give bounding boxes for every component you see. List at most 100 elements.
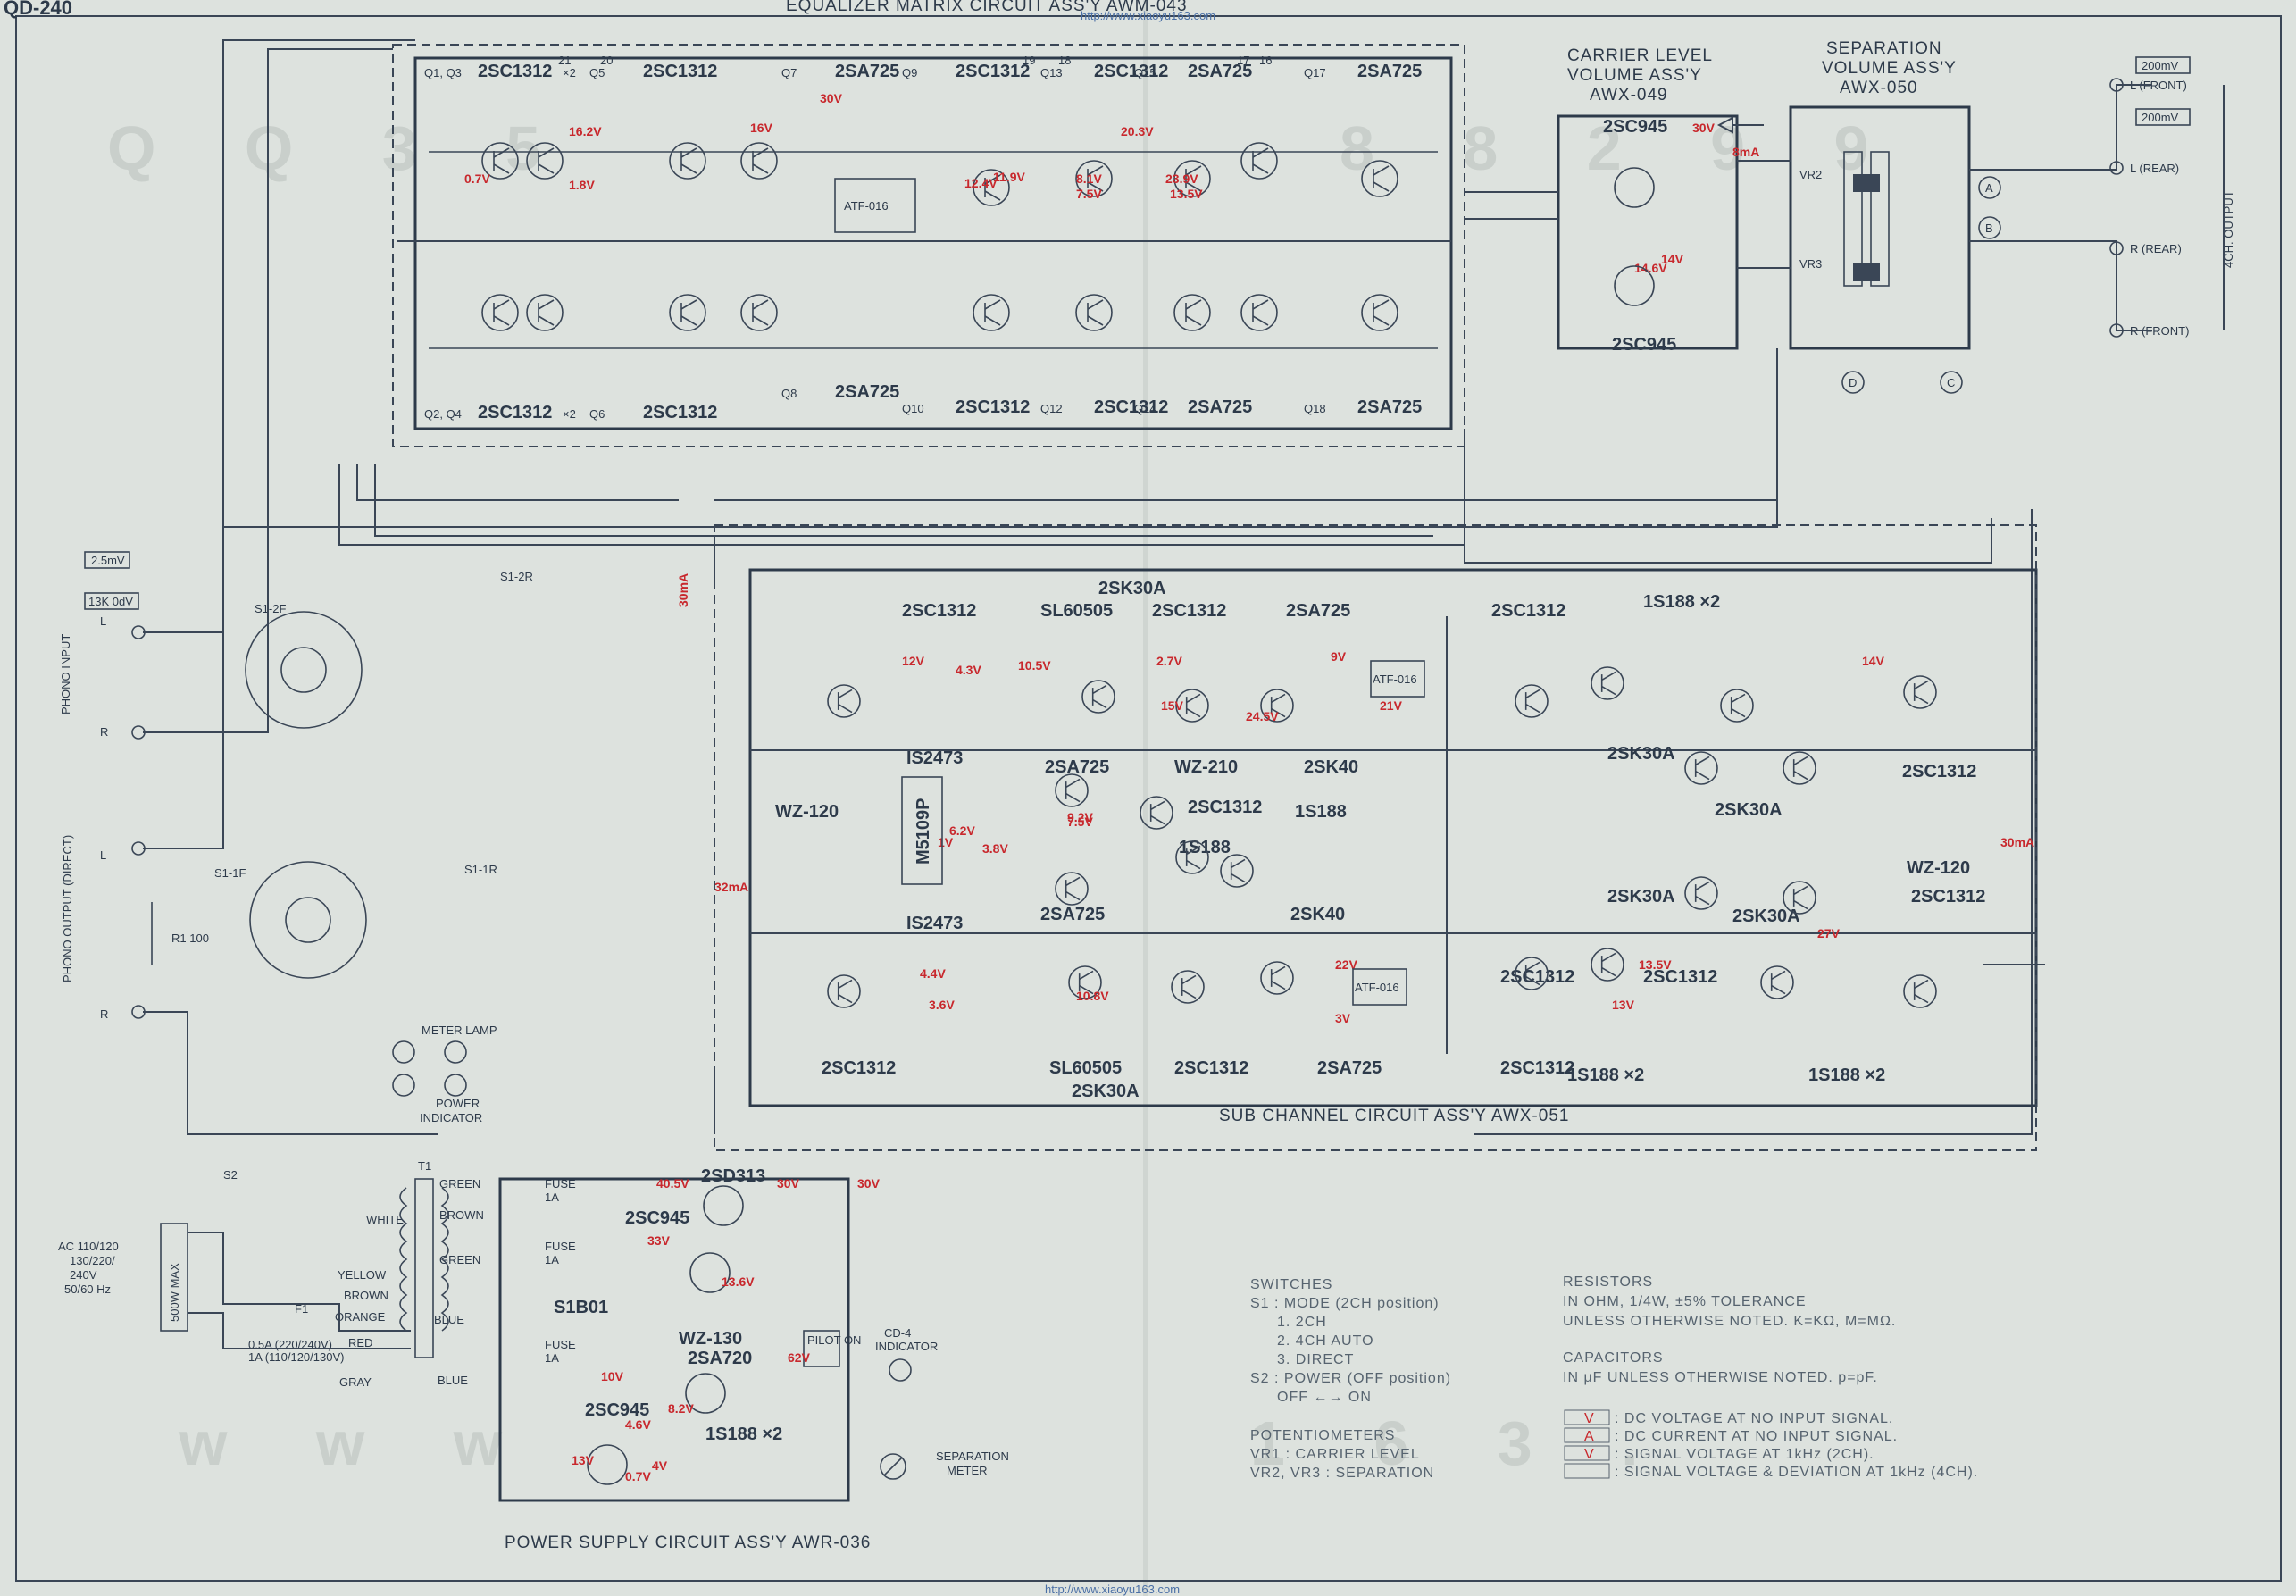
- sub-transistor-19-body: [1175, 840, 1209, 874]
- psu-wire-9: GRAY: [339, 1375, 372, 1389]
- eq-q-bot-0: Q2, Q4: [424, 407, 462, 421]
- psu-title: POWER SUPPLY CIRCUIT ASS'Y AWR-036: [505, 1533, 871, 1552]
- sep-vr3: VR3: [1799, 257, 1822, 271]
- notes-res-line-0: IN OHM, 1/4W, ±5% TOLERANCE: [1563, 1294, 1807, 1309]
- power-ind-1: POWER: [436, 1097, 480, 1110]
- eq-transistor-14-emitter: [1087, 315, 1104, 326]
- separation-meter-icon: [880, 1453, 906, 1480]
- sub-voltage-12: 14V: [1862, 654, 1885, 668]
- psu-fuse-spec-2: 1A (110/120/130V): [248, 1350, 344, 1364]
- sub-transistor-3: [1260, 689, 1294, 723]
- psu-q4-symbol: [587, 1444, 628, 1485]
- sub-transistor-1-emitter: [1092, 698, 1107, 709]
- sub-transistor-4-body: [1515, 684, 1549, 718]
- psu-wire-8: RED: [348, 1336, 372, 1349]
- meter-block: METER LAMP POWER INDICATOR SEPARATION ME…: [392, 1024, 1009, 1480]
- eq-transistor-5-emitter: [1087, 181, 1104, 192]
- eq-transistor-2-collector: [680, 147, 697, 158]
- sub-transistor-2: [1175, 689, 1209, 723]
- sep-board: [1789, 105, 1971, 350]
- carrier-q1-symbol: [1614, 167, 1655, 208]
- sub-voltage-21: 10.8V: [1076, 989, 1109, 1003]
- eq-transistor-15-emitter: [1185, 315, 1202, 326]
- phono-out-l: L: [100, 848, 106, 862]
- legend-text-0: : DC VOLTAGE AT NO INPUT SIGNAL.: [1615, 1411, 1893, 1426]
- out-marker-b-circle: [1978, 216, 2001, 239]
- eq-transistor-6-emitter: [1185, 181, 1202, 192]
- eq-part-bot-5: 2SA725: [1188, 397, 1252, 417]
- sub-mid-part-3: 2SA725: [1045, 757, 1109, 777]
- eq-transistor-13-emitter: [984, 315, 1001, 326]
- psu-fuse-5: 1A: [545, 1351, 559, 1365]
- sub-mid-part-11: 2SK30A: [1732, 907, 1800, 926]
- sub-transistor-16-body: [1055, 773, 1089, 807]
- sub-transistor-11-body: [1260, 961, 1294, 995]
- sub-transistor-21-emitter: [1695, 770, 1710, 781]
- psu-wire-4: YELLOW: [338, 1268, 387, 1282]
- sub-transistor-5: [1591, 666, 1624, 700]
- sub-bottom-part-3: 2SC1312: [1174, 1058, 1248, 1078]
- sub-mid-part-7: 1S188: [1295, 802, 1347, 822]
- sub-transistor-8-emitter: [838, 993, 853, 1004]
- pilot-lamp-box: [803, 1330, 840, 1367]
- psu-switch: S2: [223, 1168, 238, 1182]
- legend-text-3: : SIGNAL VOLTAGE & DEVIATION AT 1kHz (4C…: [1615, 1465, 1978, 1480]
- phono-in-sw-r: S1-2R: [500, 570, 533, 583]
- carrier-title-3: AWX-049: [1590, 86, 1668, 104]
- eq-transistor-17: [1361, 294, 1398, 331]
- sub-mid-part-16: 2SC1312: [1643, 967, 1717, 987]
- ic-m5109p: [901, 776, 943, 885]
- sub-bottom-part-5: 2SC1312: [1500, 1058, 1574, 1078]
- psu-voltage-3: 33V: [647, 1233, 671, 1248]
- ghost-text-3: w w w: [178, 1408, 538, 1478]
- sub-voltage-8: 22V: [1335, 957, 1358, 972]
- transformer-secondary: [440, 1187, 449, 1332]
- sub-transistor-24-body: [1783, 881, 1816, 915]
- eq-voltage-2: 16V: [750, 121, 773, 135]
- sub-transistor-20-body: [1220, 854, 1254, 888]
- eq-voltage-10: 13.5V: [1170, 187, 1203, 201]
- psu-part-wz130: WZ-130: [679, 1329, 742, 1349]
- sub-transistor-11: [1260, 961, 1294, 995]
- sub-transistor-6-collector: [1731, 693, 1746, 704]
- sub-transistor-2-body: [1175, 689, 1209, 723]
- sub-top-part-1: SL60505: [1040, 601, 1113, 621]
- sub-transistor-18-collector: [1150, 800, 1165, 811]
- transformer-primary: [399, 1187, 408, 1332]
- eq-transistor-9: [481, 294, 519, 331]
- notes-switches-line-2: 2. 4CH AUTO: [1277, 1333, 1374, 1349]
- psu-wire-1: GREEN: [439, 1177, 480, 1191]
- sub-transistor-18-emitter: [1150, 815, 1165, 825]
- eq-voltage-9: 23.9V: [1165, 171, 1198, 186]
- sub-mid-part-4: WZ-210: [1174, 757, 1238, 777]
- sub-mid-part-13: 2SC1312: [1902, 762, 1976, 781]
- out-marker-a-circle: [1978, 176, 2001, 199]
- sub-transistor-2-collector: [1186, 693, 1201, 704]
- out-terminal-1: L (REAR): [2130, 162, 2179, 175]
- psu-voltage-7: 4.6V: [625, 1417, 651, 1432]
- eq-voltage-1: 1.8V: [569, 178, 595, 192]
- sub-voltage-2: 10.5V: [1018, 658, 1051, 673]
- eq-transistor-16: [1240, 294, 1278, 331]
- pilot-label: PILOT ON: [807, 1333, 861, 1347]
- psu-voltage-8: 4V: [652, 1458, 668, 1473]
- sub-transistor-23-body: [1684, 876, 1718, 910]
- eq-transistor-5-collector: [1087, 165, 1104, 176]
- watermark-bottom: http://www.xiaoyu163.com: [1045, 1583, 1180, 1596]
- eq-pin-top-4: 17: [1237, 54, 1249, 67]
- eq-transistor-0: [481, 142, 519, 180]
- out-terminal-3: R (FRONT): [2130, 324, 2189, 338]
- psu-surge: 500W MAX: [168, 1263, 181, 1322]
- carrier-current: 8mA: [1732, 145, 1759, 159]
- sub-voltage-11: 13.5V: [1639, 957, 1672, 972]
- current-30ma-right: 30mA: [2000, 835, 2034, 849]
- current-30ma-left: 30mA: [676, 573, 690, 607]
- eq-q-bot-3: Q10: [902, 402, 924, 415]
- carrier-supply: 30V: [1692, 121, 1716, 135]
- sub-transistor-15: [1903, 974, 1937, 1008]
- eq-pin-top-0: 21: [558, 54, 571, 67]
- sub-mid-part-0: IS2473: [906, 748, 963, 768]
- sub-filter-bottom-label: ATF-016: [1355, 981, 1399, 994]
- sub-transistor-21: [1684, 751, 1718, 785]
- carrier-q2-symbol: [1614, 265, 1655, 306]
